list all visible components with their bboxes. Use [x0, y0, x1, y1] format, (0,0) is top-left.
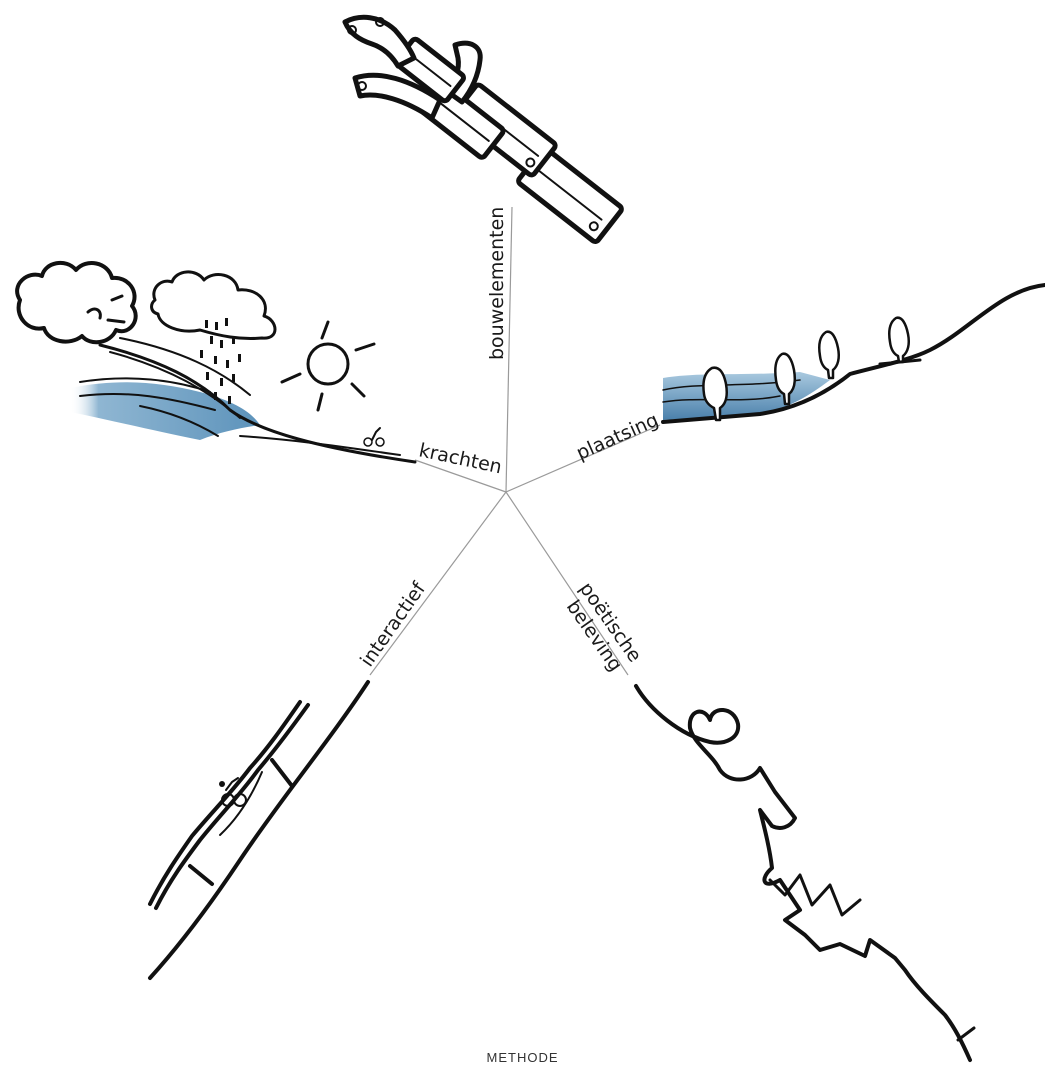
weather-forces-icon	[17, 263, 415, 462]
sun-icon	[282, 322, 374, 410]
toy-track-pieces-icon	[345, 17, 623, 243]
dyke-placement-icon	[663, 285, 1045, 422]
label-plaatsing: plaatsing	[573, 409, 662, 465]
cyclist-on-bridge-icon	[150, 682, 368, 978]
label-krachten: krachten	[417, 439, 504, 478]
tiny-cyclist-icon	[364, 428, 384, 446]
figure-3-icon	[819, 332, 839, 378]
label-bouwelementen: bouwelementen	[486, 207, 508, 360]
label-interactief: interactief	[356, 577, 431, 671]
heart-loop-path-icon	[636, 686, 974, 1060]
